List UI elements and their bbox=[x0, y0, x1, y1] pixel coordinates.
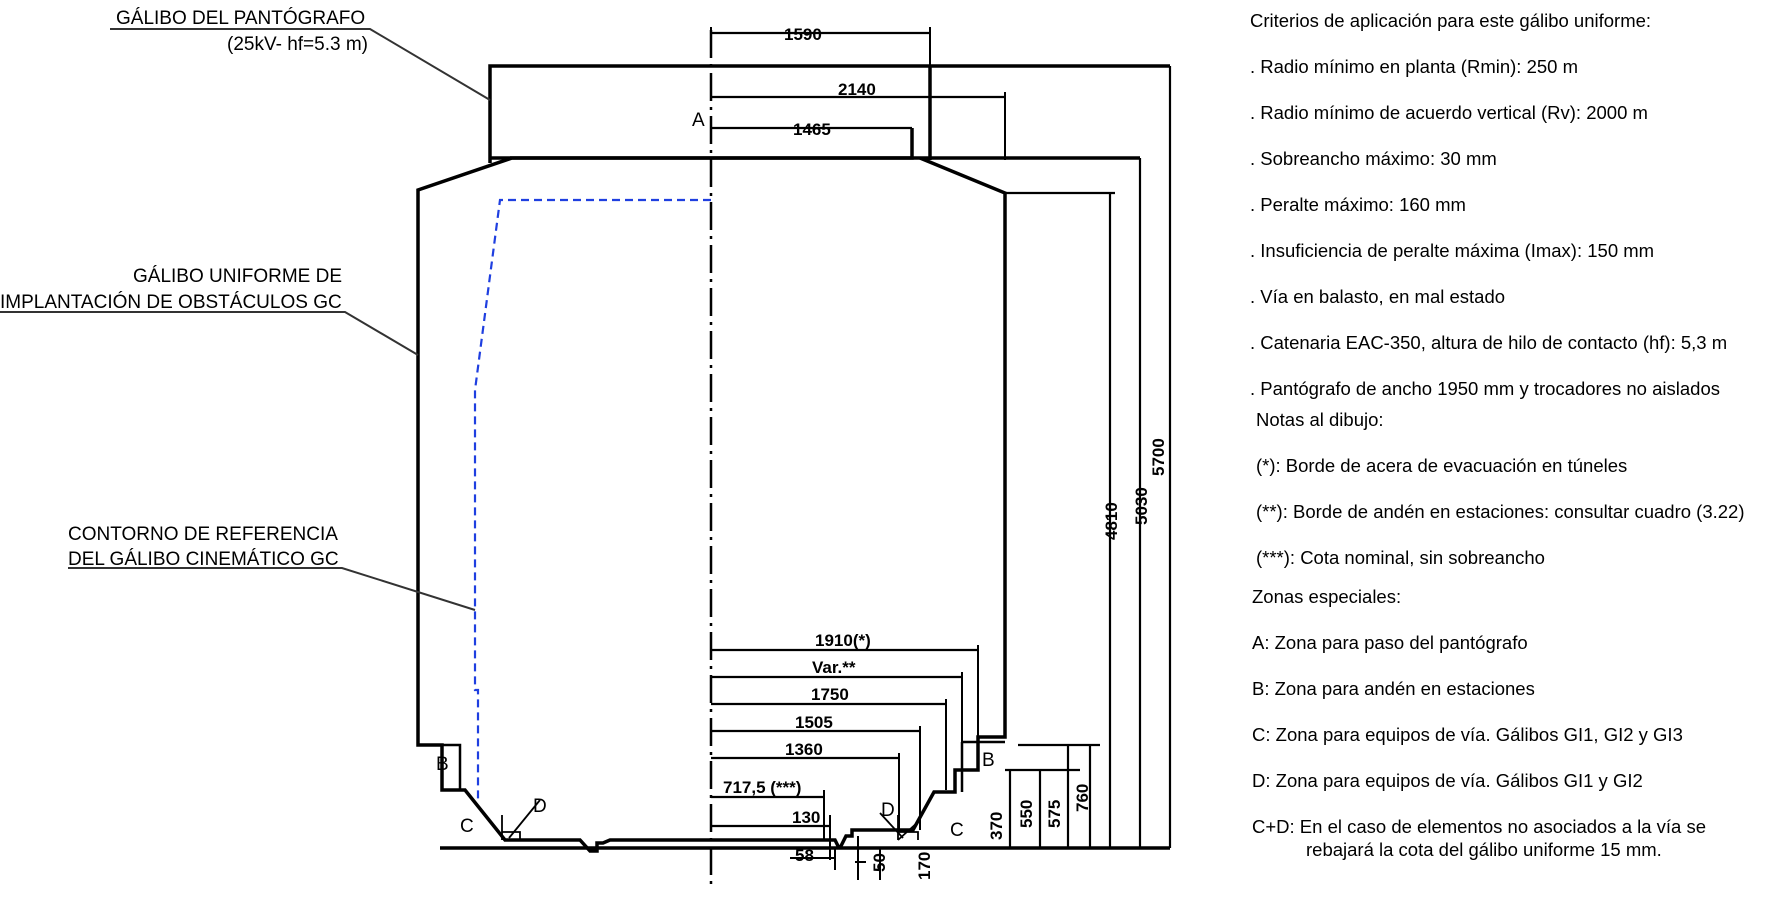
zone-d-left-mark: D bbox=[533, 796, 547, 817]
drawing-notes-title: Notas al dibujo: bbox=[1256, 409, 1384, 430]
dim-5030: 5030 bbox=[1132, 487, 1151, 525]
drawing-note: (*): Borde de acera de evacuación en tún… bbox=[1256, 455, 1628, 476]
pantograph-gauge-outline bbox=[488, 64, 1170, 163]
zone-note: A: Zona para paso del pantógrafo bbox=[1252, 632, 1528, 653]
zone-b-left-box bbox=[418, 743, 462, 790]
criteria-item: . Insuficiencia de peralte máxima (Imax)… bbox=[1250, 240, 1655, 261]
vertical-dimension-lines bbox=[1005, 66, 1172, 848]
dim-50: 50 bbox=[870, 853, 889, 872]
dim-1505: 1505 bbox=[795, 713, 833, 732]
dim-717: 717,5 (***) bbox=[723, 778, 801, 797]
pantograph-gauge-subtitle: (25kV- hf=5.3 m) bbox=[227, 34, 368, 55]
dim-1910: 1910(*) bbox=[815, 631, 871, 650]
dim-1360: 1360 bbox=[785, 740, 823, 759]
zone-d-right-mark: D bbox=[881, 800, 895, 821]
dim-1465: 1465 bbox=[793, 120, 831, 139]
criteria-item: . Catenaria EAC-350, altura de hilo de c… bbox=[1250, 332, 1728, 353]
zone-d-left-box bbox=[501, 815, 521, 840]
zone-note-continued: rebajará la cota del gálibo uniforme 15 … bbox=[1306, 839, 1662, 860]
zone-b-right-box bbox=[960, 740, 1005, 792]
criteria-title: Criterios de aplicación para este gálibo… bbox=[1250, 10, 1652, 31]
zone-leaders bbox=[508, 799, 904, 839]
dim-550: 550 bbox=[1017, 800, 1036, 828]
criteria-item: . Pantógrafo de ancho 1950 mm y trocador… bbox=[1250, 378, 1720, 399]
dim-2140: 2140 bbox=[838, 80, 876, 99]
zone-note: D: Zona para equipos de vía. Gálibos GI1… bbox=[1252, 770, 1643, 791]
gauge-drawing: GÁLIBO DEL PANTÓGRAFO (25kV- hf=5.3 m) G… bbox=[0, 7, 1172, 890]
zone-b-right-mark: B bbox=[982, 750, 995, 771]
zone-a-mark: A bbox=[692, 110, 705, 131]
uniform-gauge-label-1: GÁLIBO UNIFORME DE bbox=[133, 266, 342, 287]
zone-note: B: Zona para andén en estaciones bbox=[1252, 678, 1535, 699]
zone-c-left-mark: C bbox=[460, 816, 474, 837]
dim-370: 370 bbox=[987, 812, 1006, 840]
dim-130: 130 bbox=[792, 808, 820, 827]
dim-58: 58 bbox=[795, 846, 814, 865]
reference-contour-label-2: DEL GÁLIBO CINEMÁTICO GC bbox=[68, 549, 339, 570]
criteria-item: . Sobreancho máximo: 30 mm bbox=[1250, 148, 1497, 169]
zones-title: Zonas especiales: bbox=[1252, 586, 1402, 607]
drawing-note: (**): Borde de andén en estaciones: cons… bbox=[1256, 501, 1745, 522]
zone-b-left-mark: B bbox=[436, 754, 449, 775]
dimension-extension-lines bbox=[710, 27, 1006, 880]
dim-575: 575 bbox=[1045, 800, 1064, 828]
criteria-item: . Radio mínimo en planta (Rmin): 250 m bbox=[1250, 56, 1578, 77]
dim-var: Var.** bbox=[812, 658, 856, 677]
criteria-item: . Peralte máximo: 160 mm bbox=[1250, 194, 1466, 215]
criteria-item: . Vía en balasto, en mal estado bbox=[1250, 286, 1506, 307]
leader-lines bbox=[0, 28, 491, 611]
drawing-note: (***): Cota nominal, sin sobreancho bbox=[1256, 547, 1545, 568]
uniform-gauge-label-2: IMPLANTACIÓN DE OBSTÁCULOS GC bbox=[0, 291, 342, 313]
reference-contour-label-1: CONTORNO DE REFERENCIA bbox=[68, 524, 338, 545]
dim-760: 760 bbox=[1073, 784, 1092, 812]
dim-5700: 5700 bbox=[1149, 438, 1168, 476]
zone-note: C+D: En el caso de elementos no asociado… bbox=[1252, 816, 1707, 837]
zone-note: C: Zona para equipos de vía. Gálibos GI1… bbox=[1252, 724, 1683, 745]
dim-1750: 1750 bbox=[811, 685, 849, 704]
dim-1590: 1590 bbox=[784, 25, 822, 44]
criteria-item: . Radio mínimo de acuerdo vertical (Rv):… bbox=[1250, 102, 1648, 123]
dim-4810: 4810 bbox=[1102, 502, 1121, 540]
pantograph-gauge-title: GÁLIBO DEL PANTÓGRAFO bbox=[116, 7, 365, 29]
zone-c-right-mark: C bbox=[950, 820, 964, 841]
horizontal-dimension-lines bbox=[711, 31, 1005, 828]
reference-contour bbox=[473, 198, 711, 800]
dim-170: 170 bbox=[915, 852, 934, 880]
